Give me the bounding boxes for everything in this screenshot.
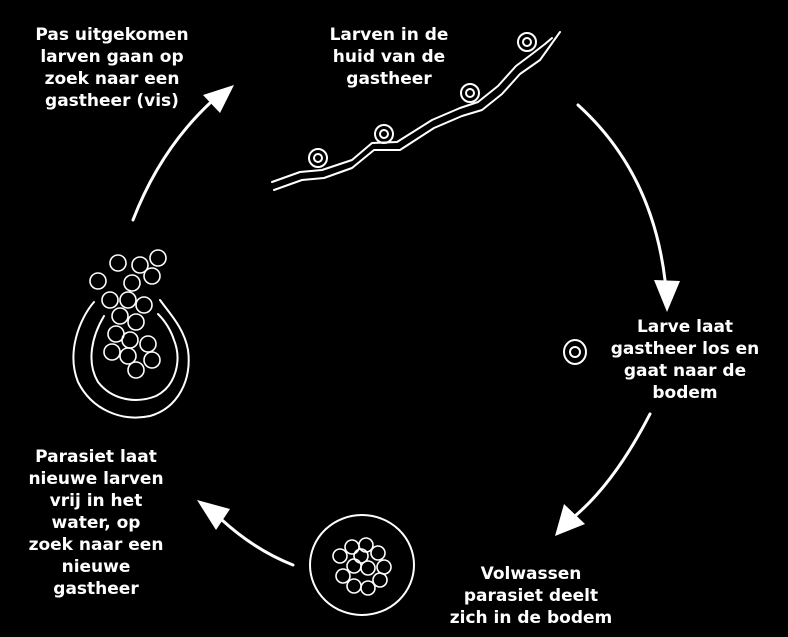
- larvae-release-sac-icon: [72, 249, 190, 419]
- stage-label-larva-leaves-host: Larve laat gastheer los en gaat naar de …: [610, 317, 760, 403]
- single-larva-icon: [563, 339, 587, 365]
- sac-outer-wall: [72, 299, 190, 419]
- arrowhead: [203, 85, 234, 113]
- cycle-arrow-icon: [573, 412, 652, 518]
- arrow-leave-to-bottom: [555, 412, 652, 536]
- cycle-arrow-icon: [220, 518, 295, 567]
- fish-skin-with-larvae-icon: [271, 31, 561, 191]
- skin-larva: [308, 148, 328, 168]
- skin-larva: [460, 83, 480, 103]
- stage-label-hatched-larvae: Pas uitgekomen larven gaan op zoek naar …: [35, 25, 189, 111]
- stage-label-larvae-in-skin: Larven in de huid van de gastheer: [329, 25, 449, 89]
- stage-label-adult-divides: Volwassen parasiet deelt zich in de bode…: [449, 564, 613, 628]
- arrowhead: [555, 504, 585, 536]
- arrowhead: [197, 500, 230, 530]
- arrowhead: [654, 280, 680, 312]
- cycle-arrow-icon: [576, 103, 667, 282]
- stage-label-releases-larvae: Parasiet laat nieuwe larven vrij in het …: [28, 447, 164, 599]
- cycle-arrow-icon: [131, 101, 212, 222]
- skin-larva: [374, 124, 394, 144]
- cyst-cells: [332, 537, 392, 596]
- arrow-skin-to-leave: [576, 103, 680, 312]
- sac-inner-wall: [90, 313, 179, 401]
- skin-line-upper: [271, 37, 553, 183]
- cyst-wall: [309, 514, 415, 616]
- arrow-cyst-to-release: [197, 500, 295, 567]
- sac-larvae: [89, 249, 167, 379]
- arrow-sac-to-hatched: [131, 85, 234, 222]
- skin-larva: [517, 32, 537, 52]
- dividing-parasite-cyst-icon: [309, 514, 415, 616]
- skin-line-lower: [273, 31, 561, 191]
